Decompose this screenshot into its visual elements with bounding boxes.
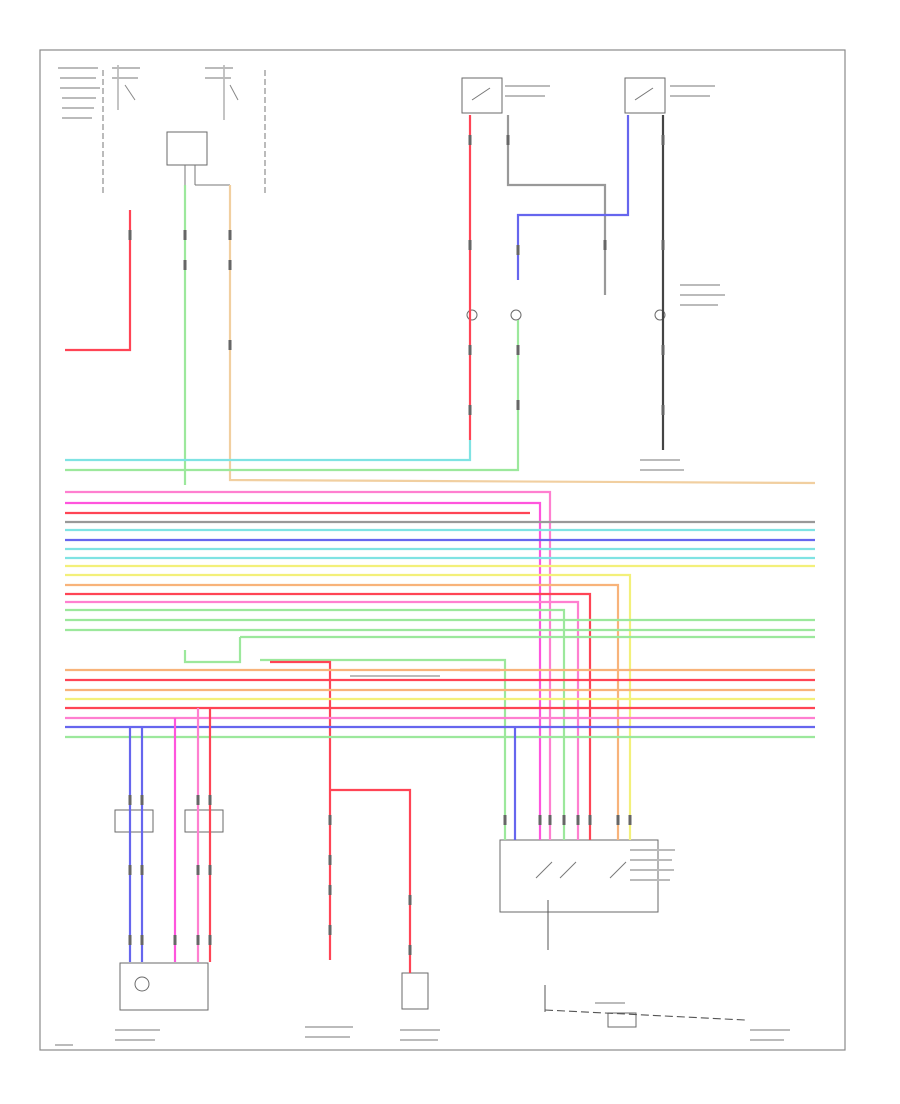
wire-lt-blue: [65, 440, 472, 462]
connector-tick: [328, 925, 332, 935]
connector-tick: [128, 935, 132, 945]
connector-circle: [466, 309, 478, 321]
switch-contact: [471, 87, 491, 101]
connector-tick: [228, 260, 232, 270]
connector-tick: [173, 935, 177, 945]
switch-box: [461, 77, 503, 114]
connector-tick: [516, 345, 520, 355]
connector-tick: [576, 815, 580, 825]
wire-yellow: [65, 573, 632, 840]
junction-switch: [559, 861, 577, 879]
wire-pink: [65, 490, 552, 840]
connector-tick: [506, 135, 510, 145]
bottom-left-module-sensor: [134, 976, 150, 992]
wire-pink: [65, 600, 580, 840]
connector-tick: [196, 935, 200, 945]
connector-block: [184, 809, 224, 833]
bottom-left-module: [119, 962, 209, 1011]
wire-blue: [516, 115, 630, 280]
relay-box: [166, 131, 208, 166]
connector-tick: [661, 135, 665, 145]
connector-circle: [654, 309, 666, 321]
connector-tick: [548, 815, 552, 825]
connector-tick: [538, 815, 542, 825]
connector-tick: [516, 400, 520, 410]
wire-red: [270, 660, 332, 790]
connector-tick: [328, 885, 332, 895]
wire-red: [65, 592, 592, 840]
connector-circle: [510, 309, 522, 321]
connector-tick: [661, 405, 665, 415]
connector-tick: [562, 815, 566, 825]
connector-tick: [140, 865, 144, 875]
connector-tick: [140, 935, 144, 945]
connector-tick: [468, 345, 472, 355]
connector-tick: [408, 945, 412, 955]
switch-box: [624, 77, 666, 114]
fuse-box-right: [223, 65, 266, 195]
connector-tick: [128, 865, 132, 875]
bottom-component: [401, 972, 429, 1010]
wire-lt-green: [183, 637, 242, 664]
wire-lt-green: [65, 320, 520, 472]
wire-magenta: [65, 501, 542, 840]
connector-tick: [616, 815, 620, 825]
connector-block: [114, 809, 154, 833]
connector-tick: [128, 795, 132, 805]
connector-tick: [196, 795, 200, 805]
wire-orange: [65, 583, 620, 840]
connector-tick: [208, 865, 212, 875]
connector-tick: [228, 340, 232, 350]
connector-tick: [661, 345, 665, 355]
connector-tick: [628, 815, 632, 825]
connector-tick: [328, 815, 332, 825]
connector-tick: [228, 230, 232, 240]
connector-tick: [468, 240, 472, 250]
connector-tick: [588, 815, 592, 825]
wire-tan: [228, 185, 816, 485]
diagram-border: [39, 49, 846, 1051]
connector-tick: [516, 245, 520, 255]
wire-red: [65, 210, 132, 352]
faint-labels: [55, 67, 790, 1046]
wire-lt-green: [65, 608, 566, 840]
fuse-box-left: [102, 65, 136, 195]
connector-tick: [328, 855, 332, 865]
connector-tick: [603, 240, 607, 250]
connector-tick: [196, 865, 200, 875]
connector-tick: [408, 895, 412, 905]
connector-tick: [183, 230, 187, 240]
ground-line: [544, 1009, 746, 1021]
connector-tick: [468, 405, 472, 415]
switch-contact: [634, 87, 654, 101]
connector-tick: [208, 795, 212, 805]
wire-group: [65, 115, 816, 973]
connector-tick: [661, 240, 665, 250]
junction-switch: [609, 861, 627, 879]
resistor: [607, 1012, 637, 1028]
connector-ticks: [128, 135, 665, 955]
connector-tick: [468, 135, 472, 145]
connector-tick: [183, 260, 187, 270]
wire-gray: [506, 115, 607, 295]
wire-lt-green: [260, 658, 507, 840]
connector-tick: [140, 795, 144, 805]
connector-tick: [128, 230, 132, 240]
connector-tick: [503, 815, 507, 825]
connector-tick: [208, 935, 212, 945]
wire-red: [330, 788, 412, 973]
junction-switch: [535, 861, 553, 879]
